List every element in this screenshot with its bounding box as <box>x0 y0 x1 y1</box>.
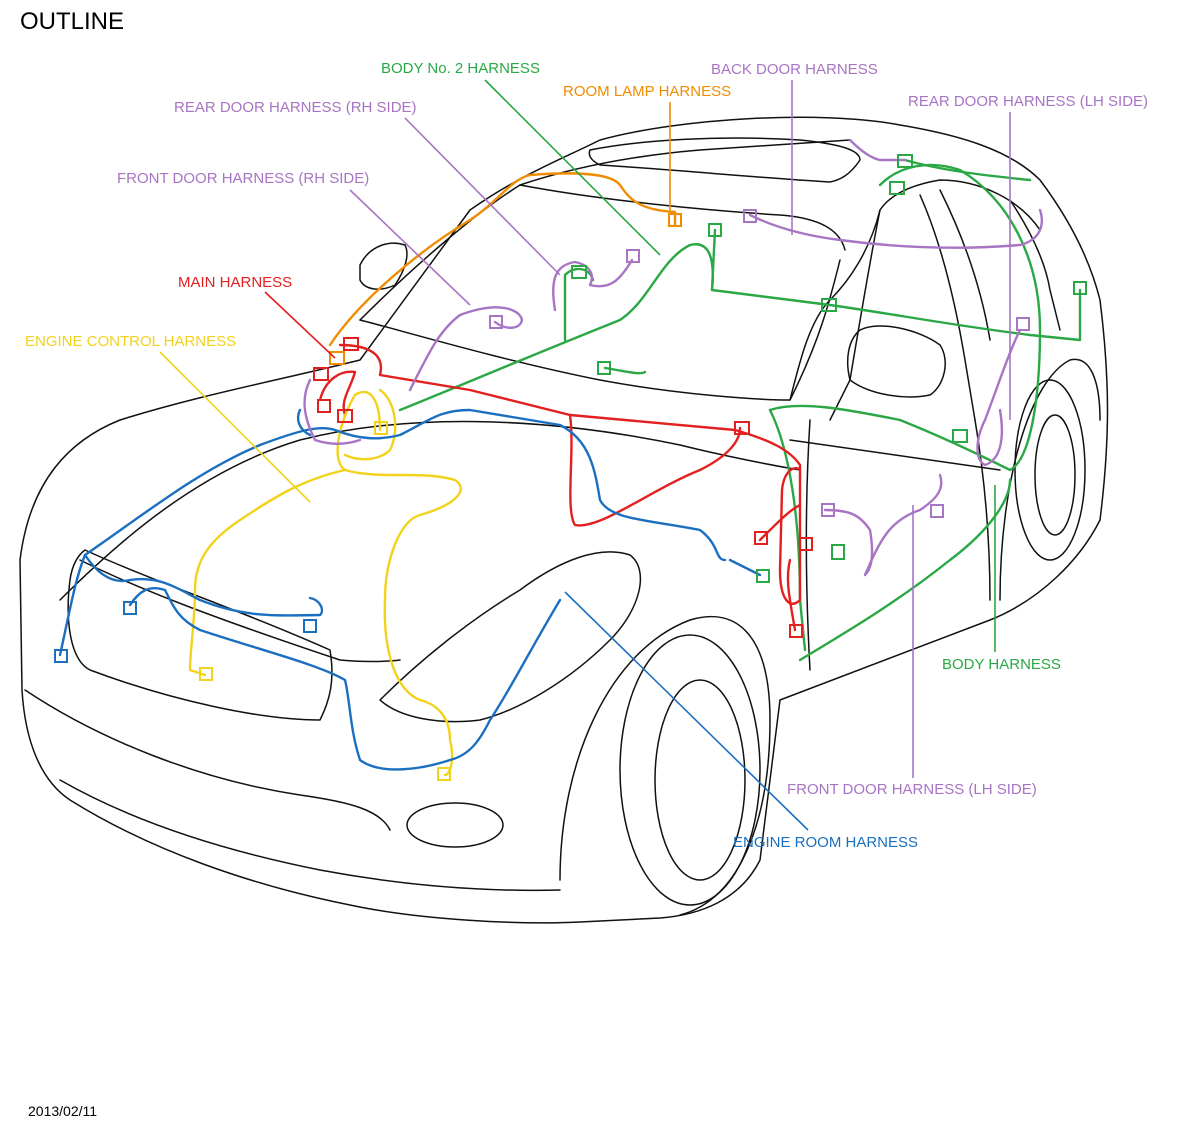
car-outline <box>19 116 1109 924</box>
connector-green <box>897 154 913 168</box>
connector-blue <box>123 601 137 615</box>
engine-room-harness-wire <box>58 408 762 771</box>
label-front-door-harness-lh: FRONT DOOR HARNESS (LH SIDE) <box>787 781 1037 798</box>
connector-red <box>313 367 329 381</box>
connector-green <box>708 223 722 237</box>
engine-control-harness-wire <box>188 388 462 777</box>
connector-purple <box>626 249 640 263</box>
label-rear-door-harness-lh: REAR DOOR HARNESS (LH SIDE) <box>908 93 1148 110</box>
connector-purple <box>743 209 757 223</box>
connector-red <box>799 537 813 551</box>
connector-green <box>1073 281 1087 295</box>
label-body-no2-harness: BODY No. 2 HARNESS <box>381 60 540 77</box>
connector-red <box>734 421 750 435</box>
room-lamp-connector <box>668 213 682 227</box>
connector-purple <box>821 503 835 517</box>
connector-red <box>754 531 768 545</box>
leader-lines <box>159 79 1011 831</box>
main-harness-wire <box>318 343 802 632</box>
label-room-lamp-harness: ROOM LAMP HARNESS <box>563 83 731 100</box>
connector-green <box>571 265 587 279</box>
connector-red <box>317 399 331 413</box>
connector-yellow <box>437 767 451 781</box>
connector-blue <box>303 619 317 633</box>
room-lamp-harness-wire <box>328 172 682 347</box>
connector-green <box>952 429 968 443</box>
connector-yellow <box>199 667 213 681</box>
connector-red <box>343 337 359 351</box>
label-rear-door-harness-rh: REAR DOOR HARNESS (RH SIDE) <box>174 99 417 116</box>
connector-yellow <box>374 421 388 435</box>
page-title: OUTLINE <box>20 8 125 35</box>
connector-blue <box>54 649 68 663</box>
harness-connectors <box>54 154 1087 781</box>
label-back-door-harness: BACK DOOR HARNESS <box>711 61 878 78</box>
connector-green <box>831 544 845 560</box>
harness-labels: BODY No. 2 HARNESS ROOM LAMP HARNESS BAC… <box>25 60 1148 851</box>
connector-green <box>889 181 905 195</box>
connector-purple <box>1016 317 1030 331</box>
connector-red <box>789 624 803 638</box>
label-front-door-harness-rh: FRONT DOOR HARNESS (RH SIDE) <box>117 170 369 187</box>
connector-red <box>329 351 345 365</box>
connector-purple <box>930 504 944 518</box>
connector-purple <box>489 315 503 329</box>
label-main-harness: MAIN HARNESS <box>178 274 292 291</box>
connector-green <box>597 361 611 375</box>
connector-green <box>756 569 770 583</box>
door-harness-wires <box>303 138 1043 577</box>
connector-green <box>821 298 837 312</box>
footer-date: 2013/02/11 <box>28 1103 98 1119</box>
label-engine-control-harness: ENGINE CONTROL HARNESS <box>25 333 236 350</box>
label-body-harness: BODY HARNESS <box>942 656 1061 673</box>
connector-red <box>337 409 353 423</box>
label-engine-room-harness: ENGINE ROOM HARNESS <box>733 834 918 851</box>
